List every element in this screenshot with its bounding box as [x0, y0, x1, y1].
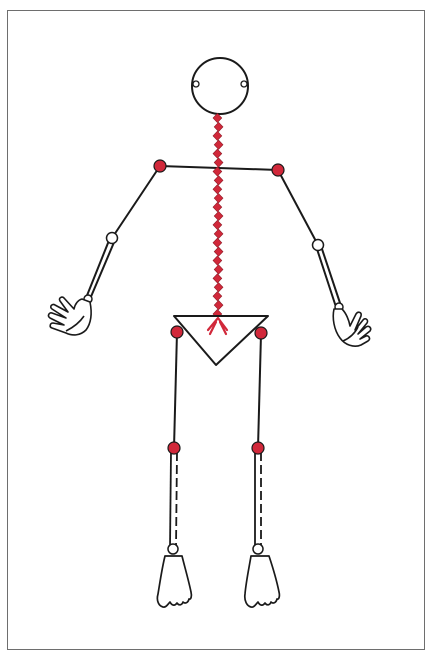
left-shoulder-joint	[154, 160, 166, 172]
vertebra-joint	[214, 176, 223, 185]
left-upper-arm	[112, 166, 160, 238]
right-hand-icon	[333, 309, 370, 346]
right-hip-joint	[255, 327, 267, 339]
left-elbow-joint	[107, 233, 118, 244]
vertebra-joint	[213, 220, 222, 229]
vertebra-joint	[214, 122, 223, 131]
right-arm	[278, 170, 343, 311]
vertebra-joint	[214, 229, 223, 238]
right-upper-arm	[278, 170, 318, 245]
vertebra-joint	[214, 300, 223, 309]
right-knee-joint	[252, 442, 264, 454]
right-thigh	[258, 334, 261, 448]
left-shin-a	[170, 452, 171, 548]
pelvis-icon	[174, 316, 268, 365]
vertebra-joint	[214, 211, 223, 220]
right-shoulder-joint	[272, 164, 284, 176]
left-forearm-a	[86, 238, 110, 298]
right-ankle-joint	[253, 544, 263, 554]
vertebra-joint	[213, 238, 222, 247]
vertebra-joint	[214, 265, 223, 274]
left-hip-joint	[171, 326, 183, 338]
left-foot-icon	[157, 556, 191, 607]
vertebra-joint	[213, 131, 222, 140]
vertebra-joint	[213, 149, 222, 158]
left-hand-icon	[49, 297, 92, 335]
right-forearm-a	[316, 246, 336, 307]
left-knee-joint	[168, 442, 180, 454]
vertebra-joint	[214, 283, 223, 292]
vertebra-joint	[213, 274, 222, 283]
left-forearm-b	[90, 240, 115, 299]
head-circle	[192, 58, 248, 114]
head-right-eye-joint	[241, 81, 247, 87]
vertebra-joint	[213, 292, 222, 301]
vertebra-joint	[213, 256, 222, 265]
vertebra-joint	[213, 202, 222, 211]
vertebra-joint	[214, 158, 223, 167]
spine-icon	[213, 113, 223, 318]
left-shin-b	[176, 452, 177, 548]
right-elbow-joint	[313, 240, 324, 251]
vertebra-joint	[214, 194, 223, 203]
left-thigh	[174, 332, 177, 448]
vertebra-joint	[214, 140, 223, 149]
head-left-eye-joint	[193, 81, 199, 87]
right-foot-icon	[245, 556, 280, 607]
right-forearm-b	[321, 246, 341, 306]
left-ankle-joint	[168, 544, 178, 554]
head	[192, 58, 248, 114]
vertebra-joint	[213, 185, 222, 194]
vertebra-joint	[214, 247, 223, 256]
left-arm	[84, 166, 160, 303]
